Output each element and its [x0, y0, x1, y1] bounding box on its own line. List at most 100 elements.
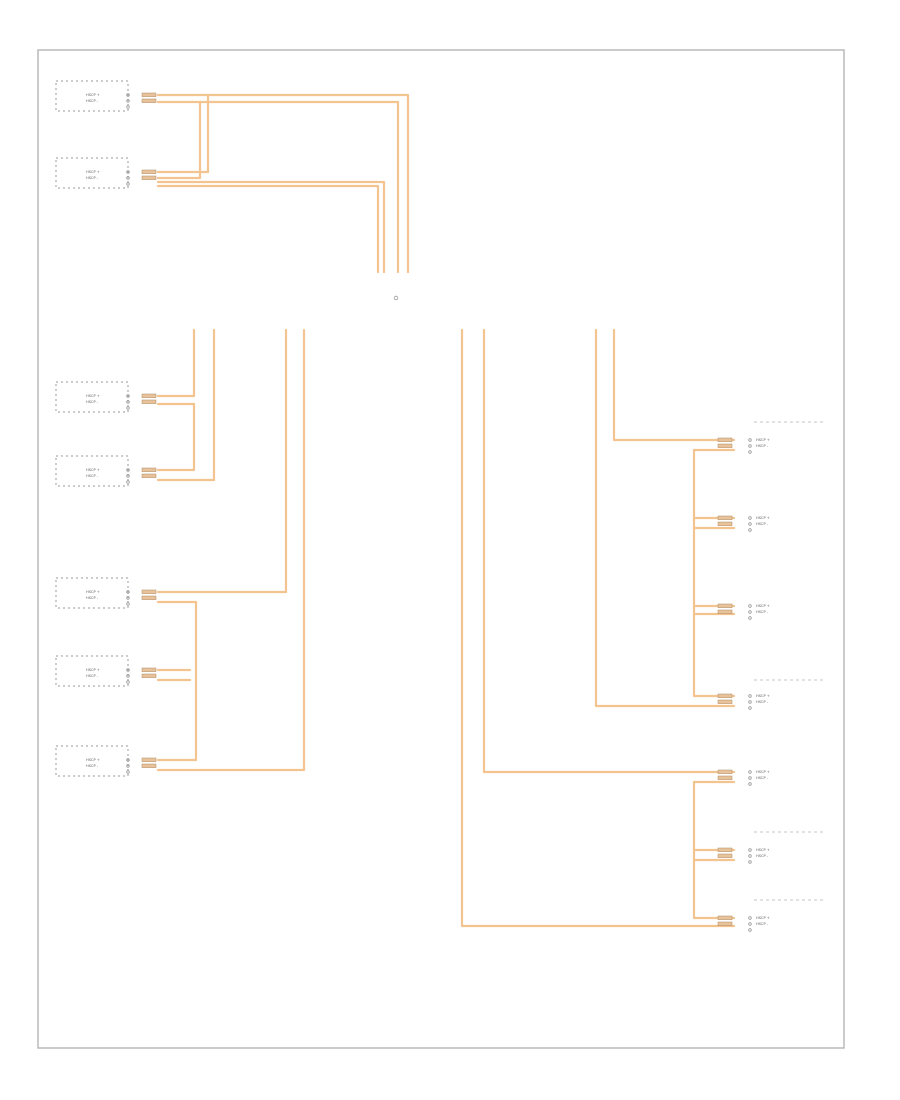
pin-label: HSCP +	[86, 468, 100, 472]
left-component: HSCP + HSCP -	[55, 577, 157, 609]
right-separators	[754, 421, 824, 901]
pin-icon	[126, 99, 130, 103]
wire	[482, 328, 736, 774]
connector-terminal	[141, 175, 157, 180]
pin-label: HSCP +	[756, 604, 770, 608]
pin-label: HSCP +	[86, 394, 100, 398]
wire	[156, 328, 196, 398]
pin-label: HSCP -	[86, 400, 99, 404]
right-component: HSCP +HSCP -	[717, 769, 770, 786]
pin-icon	[126, 758, 130, 762]
pin-label: HSCP -	[86, 674, 99, 678]
pin-label: HSCP -	[86, 176, 99, 180]
pin-icon	[126, 176, 130, 180]
pin-icon	[126, 394, 130, 398]
wire	[460, 328, 736, 928]
pin-label: HSCP +	[756, 438, 770, 442]
pin-icon	[126, 770, 130, 774]
connector-terminal	[141, 169, 157, 174]
wire	[156, 328, 216, 482]
pin-label: HSCP +	[756, 848, 770, 852]
connector-terminal	[141, 92, 157, 97]
pin-label: HSCP +	[756, 516, 770, 520]
pin-label: HSCP -	[756, 776, 769, 780]
pin-icon	[748, 860, 752, 864]
right-component: HSCP +HSCP -	[717, 437, 770, 454]
pin-label: HSCP -	[86, 596, 99, 600]
connector-terminal	[717, 921, 733, 926]
connector-terminal	[717, 915, 733, 920]
left-component: HSCP +HSCP -	[55, 745, 157, 777]
pin-icon	[126, 400, 130, 404]
diagram-frame	[37, 49, 845, 1049]
pin-label: HSCP -	[86, 474, 99, 478]
pin-label: HSCP +	[86, 668, 100, 672]
pin-icon	[126, 406, 130, 410]
pin-icon	[748, 848, 752, 852]
pin-icon	[126, 474, 130, 478]
left-component: HSCP + HSCP -	[55, 655, 157, 687]
wire	[156, 402, 196, 472]
pin-label: HSCP +	[86, 170, 100, 174]
pin-icon	[126, 105, 130, 109]
pin-label: HSCP -	[756, 522, 769, 526]
wires	[156, 93, 736, 928]
connector-terminal	[717, 437, 733, 442]
pin-icon	[126, 93, 130, 97]
connector-terminal	[717, 847, 733, 852]
connector-terminal	[717, 515, 733, 520]
left-component: HSCP + HSCP -	[55, 381, 157, 413]
pin-icon	[126, 764, 130, 768]
pin-icon	[748, 782, 752, 786]
pin-icon	[748, 610, 752, 614]
pin-icon	[748, 770, 752, 774]
pin-icon	[748, 528, 752, 532]
wire	[156, 184, 380, 274]
pin-icon	[126, 596, 130, 600]
wire	[156, 100, 400, 274]
pin-icon	[126, 480, 130, 484]
wire	[156, 100, 202, 180]
pin-icon	[126, 674, 130, 678]
right-component: HSCP +HSCP -	[717, 847, 770, 864]
pin-icon	[748, 616, 752, 620]
pin-icon	[748, 928, 752, 932]
connector-terminal	[717, 699, 733, 704]
connector-terminal	[141, 763, 157, 768]
pin-icon	[126, 602, 130, 606]
pin-icon	[748, 450, 752, 454]
right-component: HSCP + HSCP -	[717, 515, 770, 532]
connector-terminal	[141, 467, 157, 472]
pin-icon	[748, 694, 752, 698]
connector-terminal	[717, 775, 733, 780]
right-component: HSCP +HSCP -	[717, 693, 770, 710]
connector-terminal	[717, 521, 733, 526]
pin-label: HSCP -	[756, 610, 769, 614]
connector-terminal	[717, 609, 733, 614]
left-component: HSCP + HSCP -	[55, 455, 157, 487]
left-component: HSCP + HSCP -	[55, 157, 157, 189]
connector-terminal	[141, 473, 157, 478]
left-component: HSCP +HSCP -	[55, 80, 157, 112]
pin-icon	[748, 516, 752, 520]
wire	[156, 93, 210, 174]
pin-icon	[748, 922, 752, 926]
right-component: HSCP + HSCP -	[717, 603, 770, 620]
connector-terminal	[717, 853, 733, 858]
wire	[594, 328, 736, 708]
pin-icon	[748, 522, 752, 526]
connector-terminal	[141, 595, 157, 600]
pin-label: HSCP -	[86, 764, 99, 768]
pin-label: HSCP -	[86, 99, 99, 103]
pin-label: HSCP +	[86, 590, 100, 594]
pin-icon	[748, 916, 752, 920]
pin-icon	[126, 680, 130, 684]
pin-icon	[748, 706, 752, 710]
wire	[156, 328, 306, 772]
connector-terminal	[141, 757, 157, 762]
pin-label: HSCP +	[756, 916, 770, 920]
pin-icon	[126, 590, 130, 594]
pin-icon	[126, 468, 130, 472]
right-component: HSCP +HSCP -	[717, 915, 770, 932]
